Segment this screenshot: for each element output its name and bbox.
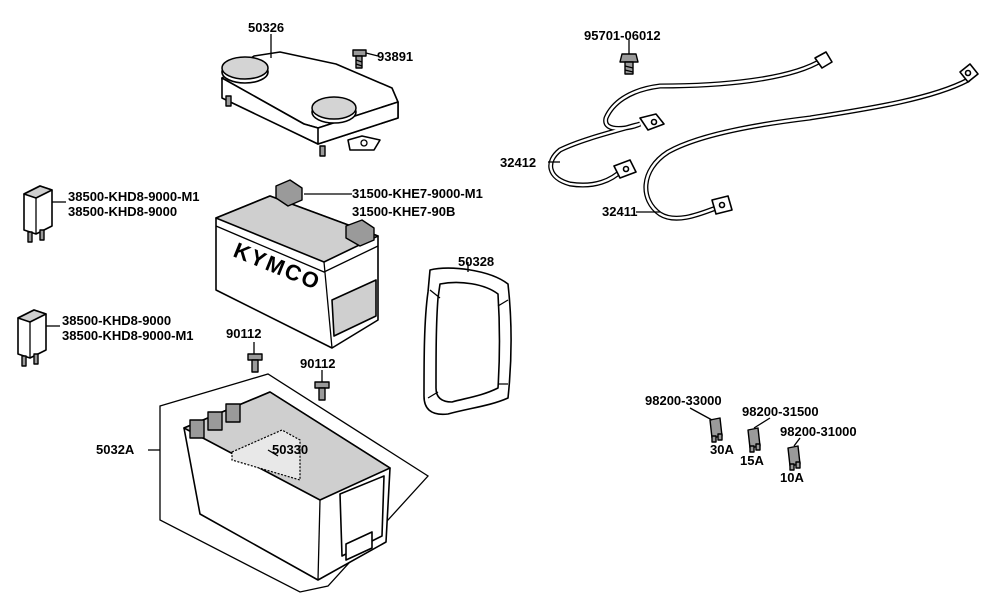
battery-band-50328[interactable] [423, 267, 512, 416]
label-15a: 15A [740, 453, 764, 468]
part-labels: 50326 93891 95701-06012 32412 32411 3850… [62, 20, 857, 485]
fuse-10a[interactable] [787, 445, 801, 471]
label-98200-31000: 98200-31000 [780, 424, 857, 439]
bolt-90112-left[interactable] [247, 353, 263, 373]
label-50330: 50330 [272, 442, 308, 457]
label-battery-a: 31500-KHE7-9000-M1 [352, 186, 483, 201]
fuse-15a[interactable] [747, 427, 761, 453]
label-98200-31500: 98200-31500 [742, 404, 819, 419]
relay-upper[interactable] [23, 185, 53, 243]
label-10a: 10A [780, 470, 804, 485]
label-battery-b: 31500-KHE7-90B [352, 204, 455, 219]
battery[interactable]: KYMCO [215, 179, 379, 349]
label-relay-bot-a: 38500-KHD8-9000 [62, 313, 171, 328]
screw-93891[interactable] [352, 49, 367, 69]
relay-lower[interactable] [17, 309, 47, 367]
label-relay-bot-b: 38500-KHD8-9000-M1 [62, 328, 194, 343]
label-50326: 50326 [248, 20, 284, 35]
battery-cable-32411[interactable] [643, 63, 979, 221]
bolt-90112-right[interactable] [314, 381, 330, 401]
leader-lines [46, 34, 801, 457]
battery-cover[interactable] [221, 51, 399, 157]
label-relay-top-b: 38500-KHD8-9000 [68, 204, 177, 219]
fuse-30a[interactable] [709, 417, 723, 443]
label-93891: 93891 [377, 49, 413, 64]
label-95701-06012: 95701-06012 [584, 28, 661, 43]
label-90112-right: 90112 [300, 356, 335, 371]
battery-cable-32412[interactable] [548, 51, 833, 188]
label-32412: 32412 [500, 155, 536, 170]
label-5032A: 5032A [96, 442, 135, 457]
label-98200-33000: 98200-33000 [645, 393, 722, 408]
label-32411: 32411 [602, 204, 637, 219]
label-50328: 50328 [458, 254, 494, 269]
label-30a: 30A [710, 442, 734, 457]
label-90112-left: 90112 [226, 326, 261, 341]
label-relay-top-a: 38500-KHD8-9000-M1 [68, 189, 200, 204]
battery-tray[interactable] [159, 373, 429, 593]
screw-95701[interactable] [619, 53, 639, 75]
